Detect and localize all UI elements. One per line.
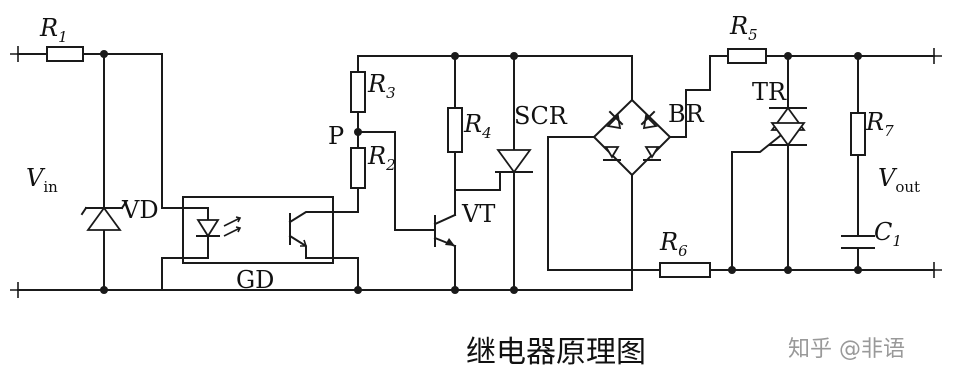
optocoupler-gd [182, 196, 334, 264]
label-r6: R6 [659, 228, 688, 260]
label-r1: R1 [39, 14, 68, 46]
resistor-r6 [659, 262, 711, 278]
bridge-rectifier-br [547, 55, 729, 271]
transistor-vt [433, 213, 457, 248]
output-section [709, 55, 935, 271]
junction-dots [100, 50, 862, 294]
label-vd: VD [121, 196, 159, 224]
terminal-vin-top [10, 46, 26, 62]
label-gd: GD [236, 266, 274, 294]
label-br: BR [668, 100, 705, 128]
resistor-r3 [350, 71, 366, 113]
label-tr: TR [752, 78, 787, 106]
label-vt: VT [461, 200, 495, 228]
watermark: 知乎 @非语 [788, 337, 905, 362]
thyristor-scr [495, 149, 533, 174]
resistor-r7 [850, 112, 866, 156]
input-section [17, 53, 361, 291]
label-c1: C1 [874, 218, 902, 250]
terminal-vout-bottom [926, 262, 942, 278]
label-r4: R4 [463, 110, 492, 142]
terminal-vin-bottom [10, 282, 26, 298]
label-p: P [328, 122, 344, 150]
capacitor-c1 [841, 235, 875, 249]
label-r2: R2 [367, 142, 396, 174]
resistor-r4 [447, 107, 463, 153]
label-vout: Vout [878, 164, 920, 196]
triac-tr [769, 106, 807, 147]
resistor-r5 [727, 48, 767, 64]
terminal-vout-top [926, 48, 942, 64]
label-scr: SCR [514, 102, 568, 130]
resistor-r1 [46, 46, 84, 62]
label-r5: R5 [729, 12, 758, 44]
label-r3: R3 [367, 70, 396, 102]
label-vin: Vin [26, 164, 58, 196]
resistor-r2 [350, 147, 366, 189]
zener-diode-vd [80, 200, 128, 231]
diagram-caption: 继电器原理图 [466, 335, 646, 370]
label-r7: R7 [865, 108, 894, 140]
